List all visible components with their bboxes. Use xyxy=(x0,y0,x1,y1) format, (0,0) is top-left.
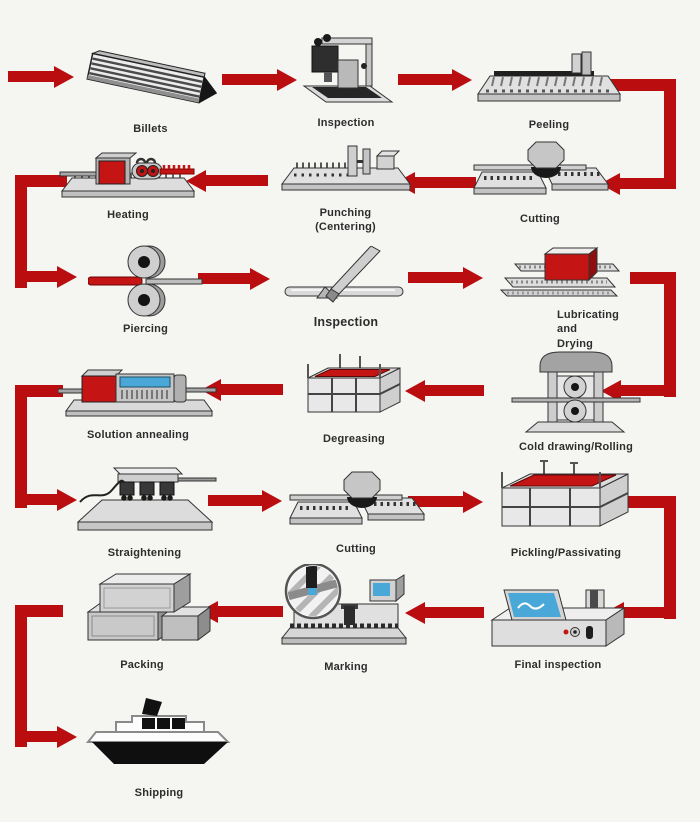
flow-arrow xyxy=(186,169,268,192)
connector-segment xyxy=(15,385,63,397)
step-cutting-2: Cutting xyxy=(286,470,426,556)
connector-segment xyxy=(664,272,676,397)
flow-arrow xyxy=(408,266,483,289)
connector-segment xyxy=(15,605,27,747)
step-cutting-1: Cutting xyxy=(470,140,610,226)
step-label: Heating xyxy=(107,209,149,221)
step-straightening: Straightening xyxy=(72,462,217,560)
ship-icon xyxy=(85,698,231,764)
annealing-furnace-icon xyxy=(58,369,217,417)
step-label: Cutting xyxy=(336,543,376,555)
connector-segment xyxy=(664,496,676,619)
saw-cutting-icon xyxy=(289,471,425,525)
flow-arrow xyxy=(408,490,483,513)
peeling-machine-icon xyxy=(477,51,621,102)
step-heating: Heating xyxy=(58,144,198,222)
step-inspection-1: Inspection xyxy=(294,26,398,130)
gauge-inspection-icon xyxy=(284,246,404,303)
step-marking: Marking xyxy=(280,564,412,674)
flow-arrow xyxy=(198,267,270,290)
flow-arrow xyxy=(398,68,472,91)
inspection-machine-icon xyxy=(302,34,394,103)
pickling-tank-icon xyxy=(501,460,629,527)
flow-arrow xyxy=(601,379,676,402)
step-label: Inspection xyxy=(317,117,375,129)
punching-machine-icon xyxy=(281,145,411,191)
step-label: Billets xyxy=(133,123,168,135)
flow-arrow xyxy=(405,601,484,624)
marking-machine-icon xyxy=(280,564,408,645)
step-cold-drawing-rolling: Cold drawing/Rolling xyxy=(510,344,642,454)
step-label: Punching (Centering) xyxy=(315,207,376,234)
step-piercing: Piercing xyxy=(88,244,203,336)
flow-arrow xyxy=(15,488,77,511)
flow-arrow xyxy=(8,65,74,88)
flow-arrow xyxy=(201,378,283,401)
step-punching-centering: Punching (Centering) xyxy=(278,140,413,235)
step-lubricating-drying: Lubricating and Drying xyxy=(495,246,625,351)
step-label: Cold drawing/Rolling xyxy=(519,441,633,453)
step-label: Packing xyxy=(120,659,164,671)
step-degreasing: Degreasing xyxy=(294,352,414,446)
step-label: Degreasing xyxy=(323,433,385,445)
packing-boxes-icon xyxy=(86,573,212,641)
piercing-rollers-icon xyxy=(88,245,203,317)
degreasing-tank-icon xyxy=(307,354,401,413)
step-packing: Packing xyxy=(72,570,212,672)
flow-arrow xyxy=(405,379,484,402)
step-label: Lubricating and Drying xyxy=(557,309,620,350)
final-inspection-machine-icon xyxy=(490,589,626,647)
connector-segment xyxy=(15,385,27,508)
step-label: Peeling xyxy=(528,119,570,131)
connector-segment xyxy=(15,605,63,617)
step-solution-annealing: Solution annealing xyxy=(58,358,218,442)
step-final-inspection: Final inspection xyxy=(478,578,638,672)
step-label: Pickling/Passivating xyxy=(510,547,622,559)
connector-segment xyxy=(600,79,676,91)
step-label: Inspection xyxy=(313,315,379,329)
straightening-machine-icon xyxy=(76,467,217,531)
step-peeling: Peeling xyxy=(474,50,624,132)
step-label: Solution annealing xyxy=(87,429,189,441)
flow-arrow xyxy=(208,489,282,512)
step-shipping: Shipping xyxy=(84,692,234,800)
billets-icon xyxy=(86,50,218,104)
step-label: Cutting xyxy=(520,213,560,225)
flow-arrow xyxy=(600,172,676,195)
flow-arrow xyxy=(15,265,77,288)
heating-machine-icon xyxy=(59,152,196,198)
connector-segment xyxy=(664,79,676,189)
flow-arrow xyxy=(15,725,77,748)
flow-arrow xyxy=(222,68,297,91)
step-label: Shipping xyxy=(134,787,184,799)
step-label: Marking xyxy=(324,661,368,673)
step-inspection-2: Inspection xyxy=(281,246,411,330)
lubricating-icon xyxy=(499,247,621,297)
flow-arrow xyxy=(395,171,476,194)
step-label: Straightening xyxy=(107,547,182,559)
step-label: Piercing xyxy=(122,323,168,335)
step-pickling-passivating: Pickling/Passivating xyxy=(486,458,646,560)
rolling-mill-icon xyxy=(511,351,641,433)
step-label: Final inspection xyxy=(514,659,602,671)
connector-segment xyxy=(15,175,27,288)
step-billets: Billets xyxy=(78,46,223,136)
flow-arrow xyxy=(198,600,283,623)
saw-cutting-icon xyxy=(473,141,609,195)
connector-segment xyxy=(15,175,67,187)
